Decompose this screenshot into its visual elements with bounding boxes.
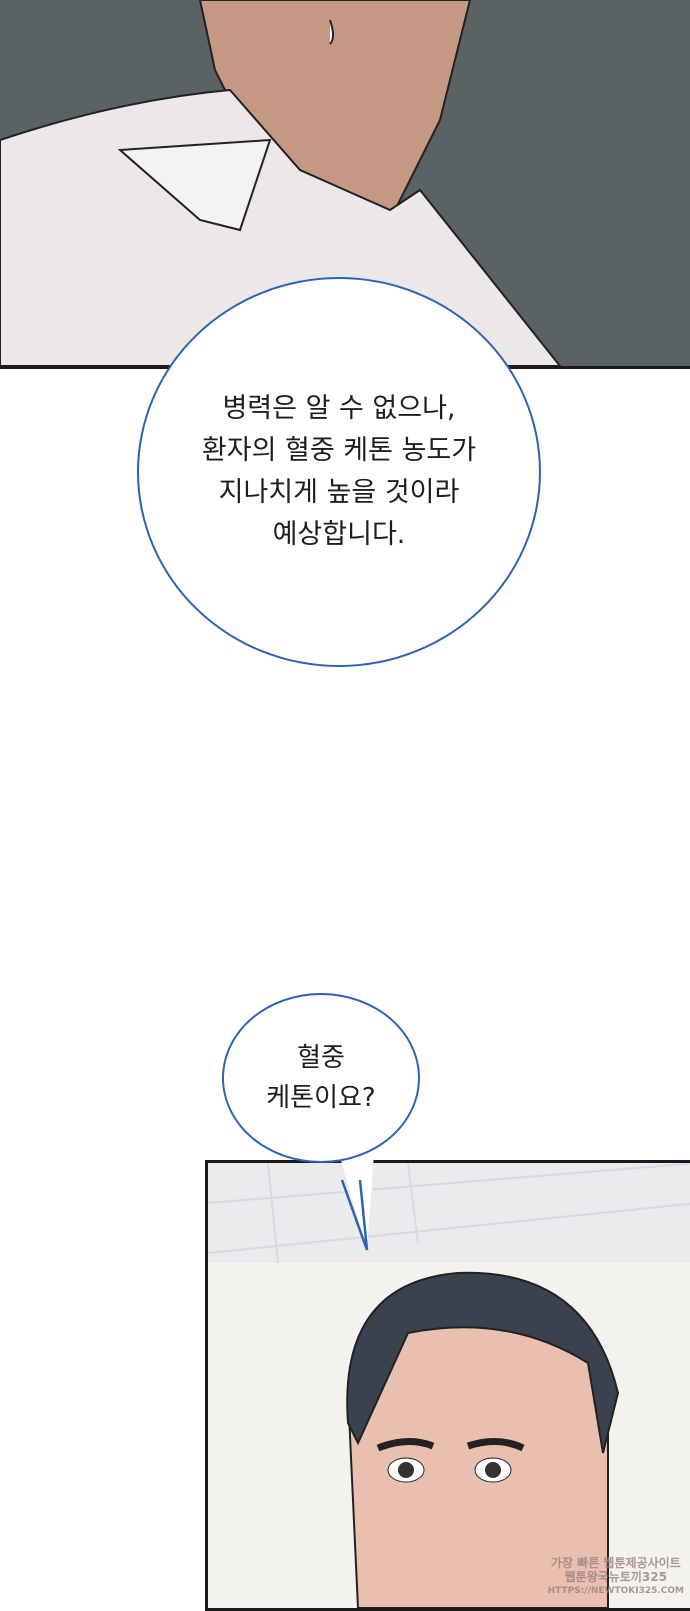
bubble-line: 지나치게 높을 것이라 bbox=[218, 477, 460, 508]
speech-bubble-tail bbox=[335, 1140, 375, 1251]
bubble-line: 케톤이요? bbox=[266, 1083, 376, 1113]
bubble-line: 예상합니다. bbox=[272, 519, 406, 550]
bubble-line: 혈중 bbox=[297, 1043, 345, 1073]
speech-bubble-2: 혈중 케톤이요? bbox=[222, 993, 420, 1163]
watermark-line: 웹툰왕국뉴토끼325 bbox=[564, 1570, 667, 1584]
speech-bubble-1: 병력은 알 수 없으나, 환자의 혈중 케톤 농도가 지나치게 높을 것이라 예… bbox=[137, 277, 541, 667]
watermark-line: HTTPS://NEWTOKI325.COM bbox=[547, 1586, 684, 1596]
bubble-line: 환자의 혈중 케톤 농도가 bbox=[201, 435, 477, 466]
bubble-line: 병력은 알 수 없으나, bbox=[222, 393, 456, 424]
comic-panel-bottom: 가장 빠른 웹툰제공사이트 웹툰왕국뉴토끼325 HTTPS://NEWTOKI… bbox=[205, 1160, 690, 1611]
watermark-line: 가장 빠른 웹툰제공사이트 bbox=[550, 1556, 681, 1570]
character-face-illustration bbox=[208, 1163, 690, 1608]
watermark: 가장 빠른 웹툰제공사이트 웹툰왕국뉴토끼325 HTTPS://NEWTOKI… bbox=[548, 1556, 684, 1598]
